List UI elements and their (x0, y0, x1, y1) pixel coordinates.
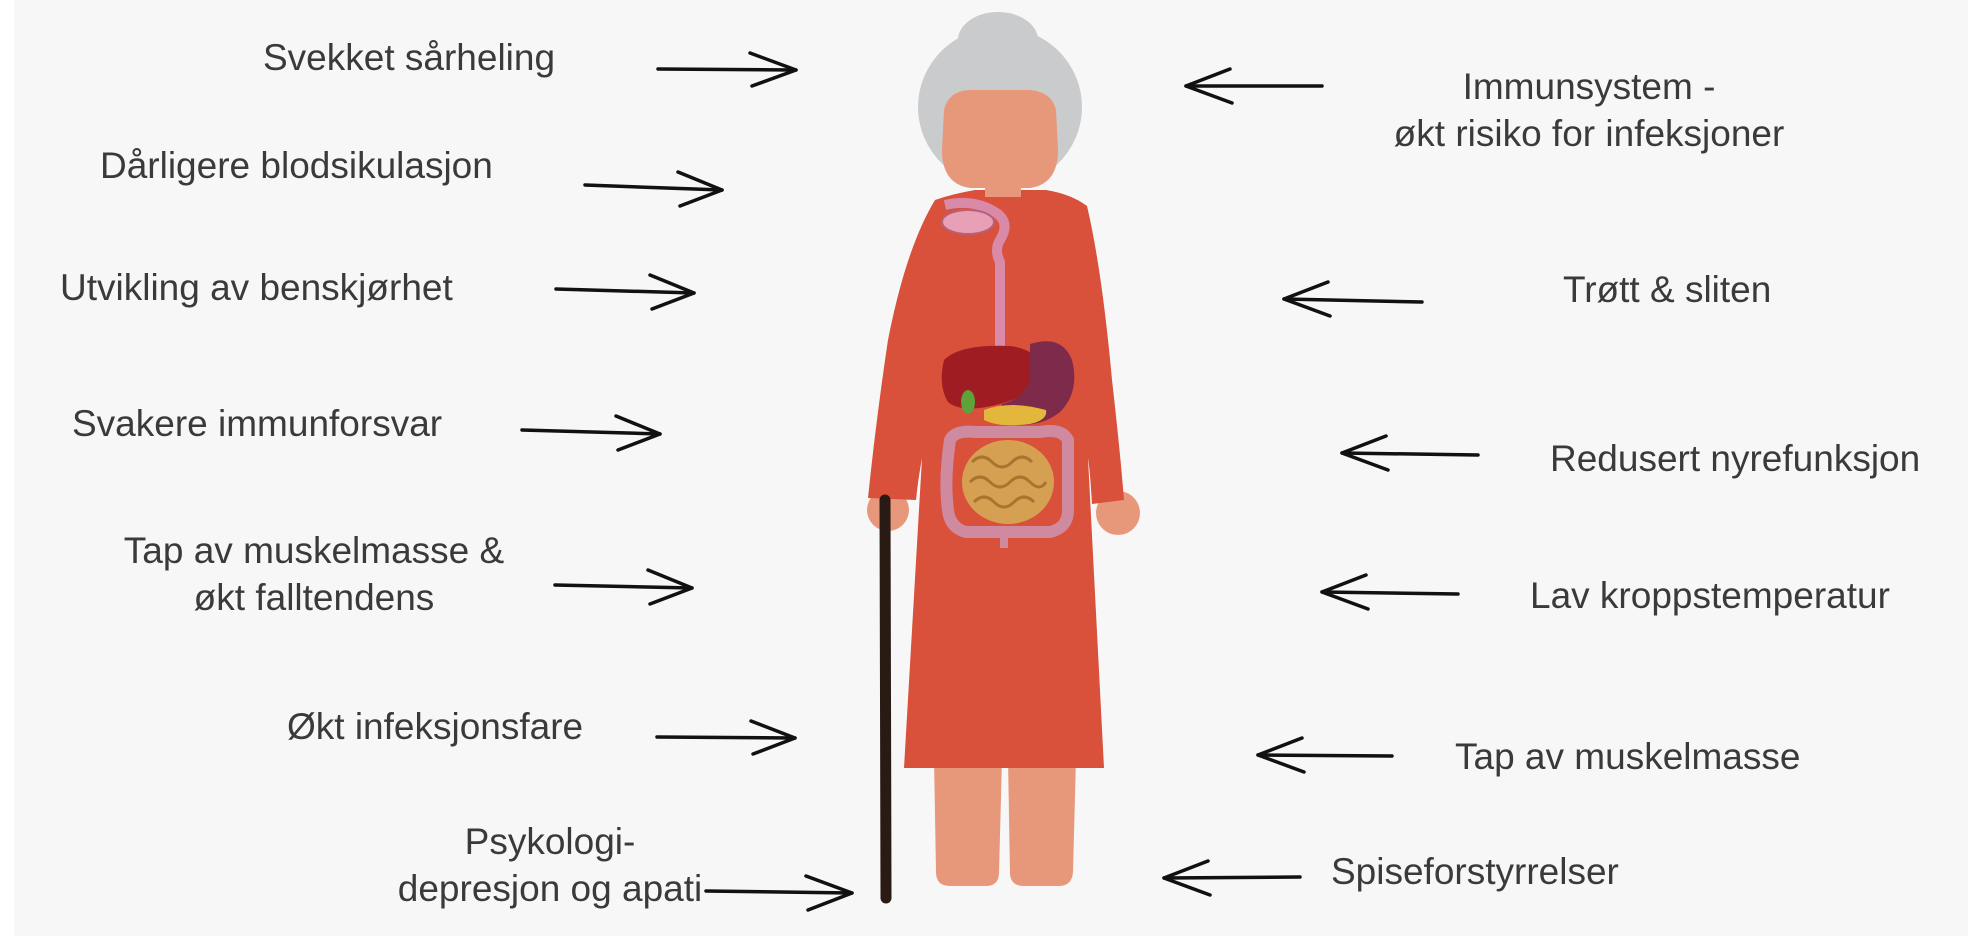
walking-cane (885, 500, 886, 898)
arrow-redusert-nyrefunksjon (1342, 436, 1478, 470)
nasal-cavity (942, 210, 994, 234)
right-leg (1008, 758, 1076, 886)
arrow-lav-kroppstemperatur (1322, 575, 1458, 609)
arrow-tap-av-muskelmasse-falltendens (555, 570, 692, 604)
arrow-tap-av-muskelmasse (1258, 738, 1392, 772)
arrow-immunsystem (1186, 69, 1322, 103)
arrow-psykologi-depresjon (706, 876, 852, 910)
arrow-svekket-sarheling (658, 53, 796, 86)
arrow-spiseforstyrrelser (1164, 861, 1300, 895)
arrow-svakere-immunforsvar (522, 416, 660, 450)
arrow-utvikling-av-benskjorhet (556, 275, 694, 309)
left-leg (934, 758, 1002, 886)
arrow-okt-infeksjonsfare (657, 721, 795, 754)
gallbladder (961, 390, 975, 414)
arrow-darligere-blodsirkulasjon (585, 172, 722, 206)
face (942, 90, 1058, 188)
arrow-trott-og-sliten (1284, 282, 1422, 316)
